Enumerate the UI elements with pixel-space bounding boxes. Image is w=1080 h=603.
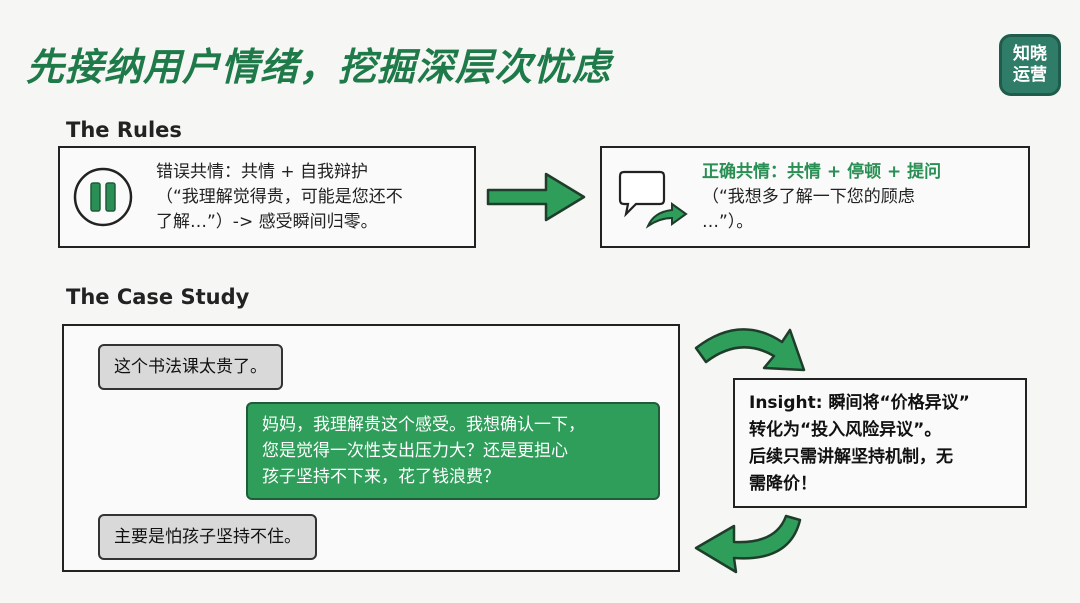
right-empathy-card: 正确共情：共情 + 停顿 + 提问 （“我想多了解一下您的顾虑 …”）。 [600, 146, 1030, 248]
curved-arrow-back-icon [694, 514, 802, 574]
logo-line-2: 运营 [1013, 65, 1047, 85]
wrong-empathy-title: 错误共情：共情 + 自我辩护 [156, 162, 369, 182]
pause-icon [73, 167, 133, 227]
insight-line-3: 后续只需讲解坚持机制，无 [749, 447, 953, 467]
rules-heading: The Rules [66, 118, 182, 142]
chat-message-customer-2: 主要是怕孩子坚持不住。 [98, 514, 317, 560]
agent-line-1: 妈妈，我理解贵这个感受。我想确认一下， [262, 415, 585, 435]
wrong-empathy-line3: 了解…”）-> 感受瞬间归零。 [156, 212, 378, 232]
wrong-empathy-line2: （“我理解觉得贵，可能是您还不 [156, 187, 403, 207]
page-title: 先接纳用户情绪，挖掘深层次忧虑 [26, 45, 612, 89]
case-study-heading: The Case Study [66, 285, 250, 309]
speech-reply-icon [618, 170, 688, 229]
right-arrow-icon [486, 172, 586, 222]
agent-line-2: 您是觉得一次性支出压力大？还是更担心 [262, 441, 568, 461]
insight-line-2: 转化为“投入风险异议”。 [749, 420, 942, 440]
right-empathy-line3: …”）。 [702, 212, 754, 232]
brand-logo: 知晓 运营 [999, 34, 1061, 96]
logo-line-1: 知晓 [1013, 44, 1047, 64]
agent-line-3: 孩子坚持不下来，花了钱浪费？ [262, 467, 500, 487]
chat-message-customer-1: 这个书法课太贵了。 [98, 344, 283, 390]
insight-line-1: Insight: 瞬间将“价格异议” [749, 393, 970, 413]
right-empathy-line2: （“我想多了解一下您的顾虑 [702, 187, 915, 207]
right-empathy-title: 正确共情：共情 + 停顿 + 提问 [702, 162, 942, 182]
insight-card: Insight: 瞬间将“价格异议” 转化为“投入风险异议”。 后续只需讲解坚持… [733, 378, 1027, 508]
case-study-chat: 这个书法课太贵了。 妈妈，我理解贵这个感受。我想确认一下， 您是觉得一次性支出压… [62, 324, 680, 572]
curved-arrow-down-icon [694, 328, 806, 372]
insight-line-4: 需降价！ [749, 474, 817, 494]
chat-message-agent: 妈妈，我理解贵这个感受。我想确认一下， 您是觉得一次性支出压力大？还是更担心 孩… [246, 402, 660, 500]
wrong-empathy-card: 错误共情：共情 + 自我辩护 （“我理解觉得贵，可能是您还不 了解…”）-> 感… [58, 146, 476, 248]
